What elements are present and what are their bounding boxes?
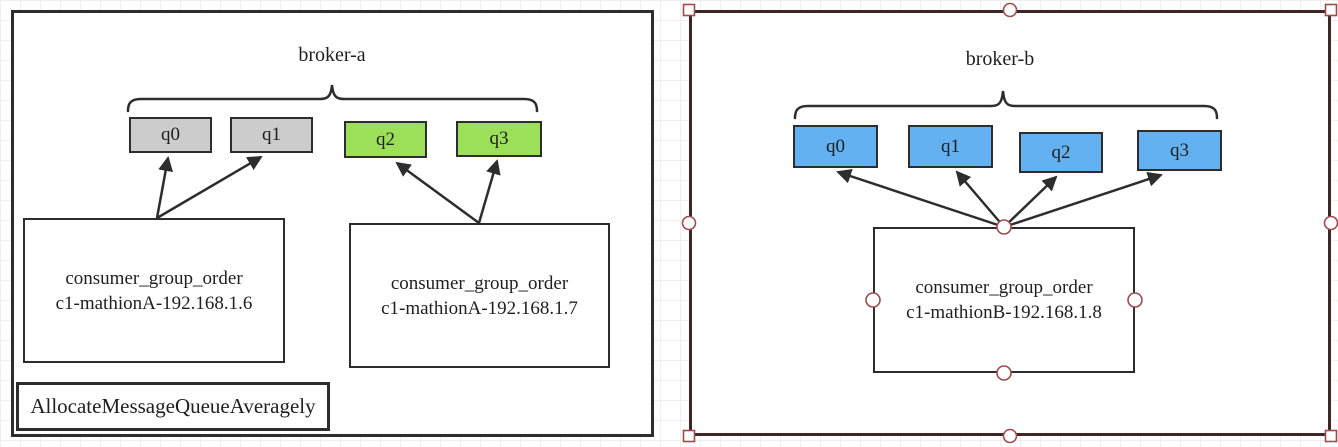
queue-b-q3[interactable]: q3 [1137,130,1222,171]
consumer-b1-line2: c1-mathionB-192.168.1.8 [906,302,1102,323]
queue-b-q0[interactable]: q0 [793,125,878,168]
queue-a-q0[interactable]: q0 [129,117,212,153]
broker-b-label: broker-b [965,48,1035,70]
queue-a-q3[interactable]: q3 [456,121,542,157]
consumer-a2-line1: consumer_group_order [390,272,569,294]
consumer-a1-line1: consumer_group_order [65,267,243,289]
consumer-box-b1[interactable]: consumer_group_order c1-mathionB-192.168… [873,227,1135,373]
allocate-strategy-box[interactable]: AllocateMessageQueueAveragely [16,382,330,431]
queue-b-q1[interactable]: q1 [908,125,993,168]
queue-b-q2[interactable]: q2 [1019,132,1103,173]
queue-a-q1[interactable]: q1 [230,117,313,153]
consumer-a2-line2: c1-mathionA-192.168.1.7 [381,297,578,319]
consumer-box-a1[interactable]: consumer_group_order c1-mathionA-192.168… [23,218,285,363]
consumer-b1-line1: consumer_group_order [915,277,1093,298]
queue-a-q2[interactable]: q2 [344,121,427,158]
consumer-box-a2[interactable]: consumer_group_order c1-mathionA-192.168… [349,223,610,368]
consumer-a1-line2: c1-mathionA-192.168.1.6 [55,292,253,314]
broker-a-label: broker-a [298,44,366,66]
